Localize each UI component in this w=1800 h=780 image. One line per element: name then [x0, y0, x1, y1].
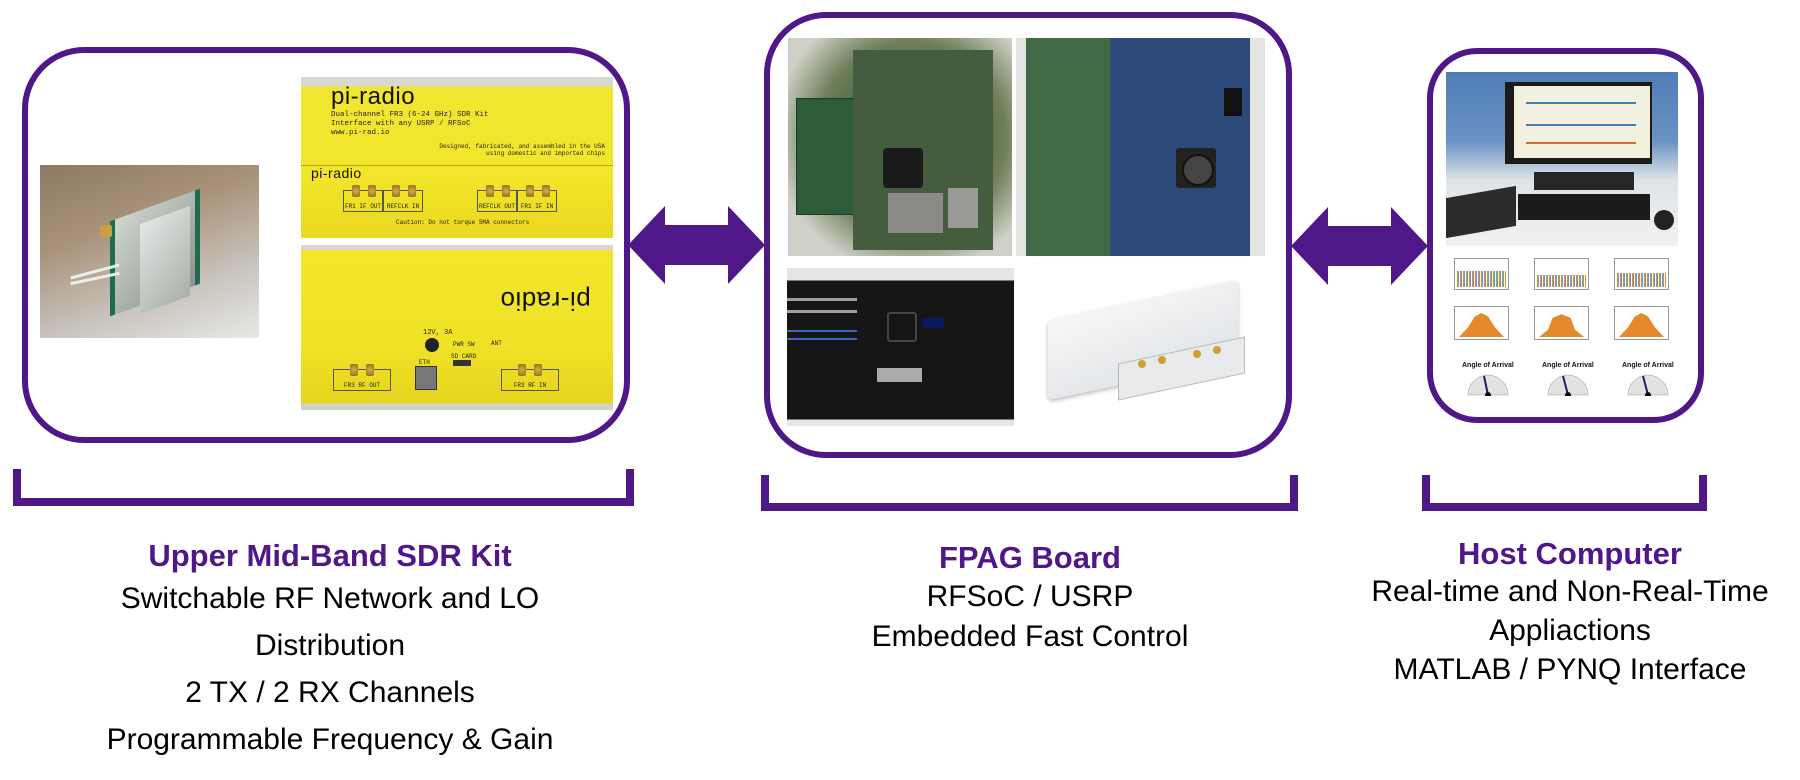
angle-of-arrival-gauge	[1547, 374, 1589, 396]
ant-label: ANT	[491, 340, 502, 347]
pi-radio-brand: pi-radio	[331, 83, 416, 110]
connector-fr3-rf-in: FR3 RF IN	[501, 364, 559, 391]
eth-label: ETH	[419, 359, 430, 366]
bidirectional-arrow-sdr-fpga	[628, 206, 765, 284]
fpga-board-label: FPAG Board RFSoC / USRP Embedded Fast Co…	[760, 539, 1300, 657]
connector-fr1-if-out: FR1 IF OUT	[343, 185, 383, 212]
host-workstation-photo	[1446, 72, 1678, 246]
ethernet-port	[415, 366, 437, 390]
connector-refclk-out: REFCLK OUT	[477, 185, 517, 212]
box-description: Dual-channel FR3 (6-24 GHz) SDR Kit Inte…	[331, 111, 489, 137]
host-computer-line: Real-time and Non-Real-Time	[1371, 575, 1769, 608]
angle-of-arrival-gauge	[1627, 374, 1669, 396]
sdr-kit-line: Distribution	[254, 629, 406, 662]
pi-radio-box-back-photo: pi-radio 12V, 3A PWR SW SD CARD ANT ETH …	[301, 245, 613, 410]
host-plots-grid: Angle of Arrival Angle of Arrival Angle …	[1446, 250, 1678, 400]
fpga-board-line: RFSoC / USRP	[926, 580, 1134, 613]
rfsoc-4x2-board-photo	[787, 268, 1014, 426]
antenna-array-photo	[40, 165, 259, 338]
double-arrow-icon	[1291, 207, 1428, 285]
zcu-board-photo	[788, 38, 1012, 256]
channel-magnitude-plot	[1454, 258, 1509, 290]
connector-refclk-in: REFCLK IN	[383, 185, 423, 212]
host-computer-line: MATLAB / PYNQ Interface	[1393, 653, 1747, 686]
power-switch-label: PWR SW	[453, 341, 475, 348]
sdr-kit-label: Upper Mid-Band SDR Kit Switchable RF Net…	[30, 537, 630, 763]
power-jack	[425, 338, 439, 352]
sdr-kit-line: Programmable Frequency & Gain	[106, 723, 554, 756]
sdr-kit-title: Upper Mid-Band SDR Kit	[148, 538, 512, 573]
sdr-kit-line: 2 TX / 2 RX Channels	[185, 676, 475, 709]
pi-radio-box-front-photo: pi-radio Dual-channel FR3 (6-24 GHz) SDR…	[301, 77, 613, 238]
double-arrow-icon	[628, 206, 765, 284]
pi-radio-front-brand: pi-radio	[311, 165, 362, 181]
connector-fr1-if-in: FR1 IF IN	[517, 185, 557, 212]
host-computer-line: Appliactions	[1489, 614, 1651, 647]
box-made-in: Designed, fabricated, and assembled in t…	[439, 143, 605, 157]
sdr-kit-line: Switchable RF Network and LO	[120, 582, 540, 615]
channel-magnitude-plot	[1614, 258, 1669, 290]
host-computer-title: Host Computer	[1458, 536, 1682, 571]
connector-fr3-rf-out: FR3 RF OUT	[333, 364, 391, 391]
sdr-kit-bracket	[13, 469, 634, 506]
sd-card-label: SD CARD	[451, 353, 477, 360]
aligned-psd-plot	[1454, 306, 1509, 340]
gauge-title: Angle of Arrival	[1462, 362, 1514, 369]
angle-of-arrival-gauge	[1467, 374, 1509, 396]
pi-radio-back-brand: pi-radio	[500, 286, 591, 316]
aligned-psd-plot	[1534, 306, 1589, 340]
host-computer-label: Host Computer Real-time and Non-Real-Tim…	[1340, 536, 1800, 689]
fpga-board-bracket	[761, 475, 1298, 511]
rfsoc-board-photo	[1016, 38, 1265, 256]
gauge-title: Angle of Arrival	[1542, 362, 1594, 369]
channel-magnitude-plot	[1534, 258, 1589, 290]
aligned-psd-plot	[1614, 306, 1669, 340]
caution-text: Caution: Do not torque SMA connectors	[396, 219, 530, 226]
fpga-board-line: Embedded Fast Control	[871, 620, 1189, 653]
fpga-board-title: FPAG Board	[939, 540, 1121, 575]
box-back-power-label: 12V, 3A	[423, 329, 453, 337]
bidirectional-arrow-fpga-host	[1291, 207, 1428, 285]
usrp-device-photo	[1038, 280, 1250, 406]
gauge-title: Angle of Arrival	[1622, 362, 1674, 369]
host-computer-bracket	[1422, 475, 1707, 511]
